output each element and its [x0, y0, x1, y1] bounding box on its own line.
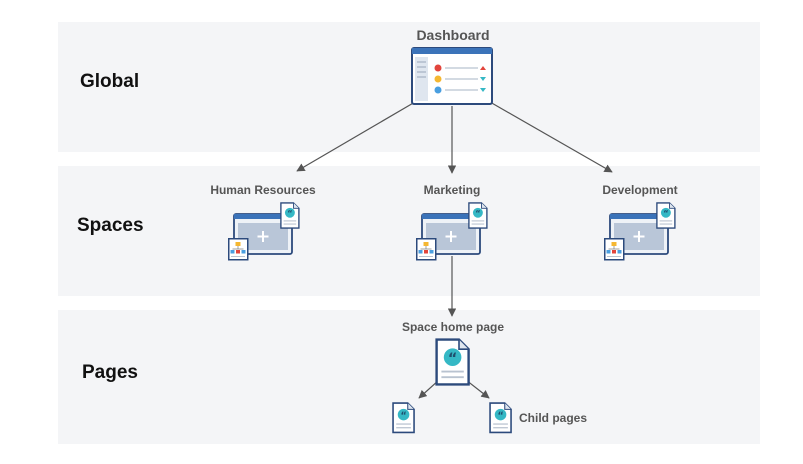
space-label-human-resources: Human Resources [210, 183, 316, 197]
space-home-page-label: Space home page [401, 320, 505, 334]
arrow-dashboard-to-development [489, 101, 613, 173]
space-label-development: Development [602, 183, 678, 197]
space-icon-human-resources [229, 203, 299, 260]
tier-band-global [58, 22, 760, 152]
arrow-home-to-child-right [465, 379, 490, 399]
tier-label-spaces: Spaces [77, 215, 144, 236]
dashboard-label: Dashboard [416, 27, 490, 43]
child-page-icon-left [392, 402, 415, 434]
space-icon-development [605, 203, 675, 260]
space-icon-marketing [417, 203, 487, 260]
tier-label-global: Global [80, 71, 140, 92]
space-label-marketing: Marketing [423, 183, 481, 197]
child-pages-label: Child pages [519, 411, 588, 425]
dashboard-icon [411, 47, 493, 105]
child-page-icon-right [489, 402, 512, 434]
tier-label-pages: Pages [82, 362, 138, 383]
space-home-page-icon [435, 338, 470, 386]
arrow-dashboard-to-human-resources [296, 101, 416, 172]
